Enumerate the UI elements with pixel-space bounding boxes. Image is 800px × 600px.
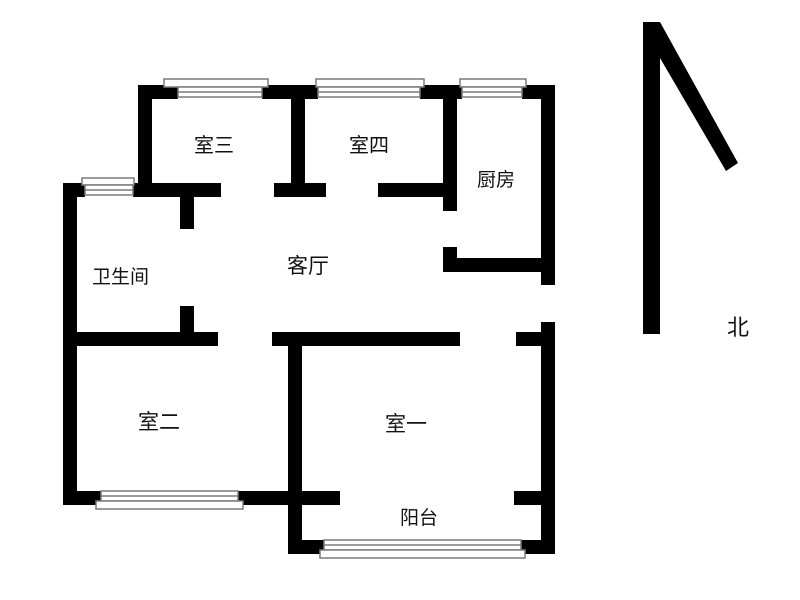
wall-room-two-one bbox=[288, 332, 302, 554]
room-label-balcony: 阳台 bbox=[400, 507, 439, 529]
wall-room-one-top bbox=[272, 332, 460, 346]
wall-balcony-stub-right bbox=[514, 491, 555, 505]
wall-kitchen-bottom bbox=[443, 258, 555, 272]
wall-room-four-kitchen bbox=[443, 85, 457, 211]
wall-bathroom-top-right bbox=[133, 183, 221, 197]
window-balcony bbox=[319, 539, 526, 559]
window-room-four bbox=[315, 78, 425, 98]
walls bbox=[63, 85, 555, 554]
compass-north-label: 北 bbox=[727, 316, 750, 341]
window-bathroom bbox=[81, 177, 135, 196]
wall-top-room-three-right bbox=[262, 85, 318, 99]
wall-room-four-stub-left bbox=[274, 183, 326, 197]
room-label-kitchen: 厨房 bbox=[477, 169, 516, 191]
wall-balcony-bottom-left bbox=[288, 540, 324, 554]
room-label-room-four: 室四 bbox=[349, 133, 389, 157]
wall-room-one-right bbox=[541, 322, 555, 554]
wall-bathroom-door-stub-top bbox=[180, 195, 194, 229]
room-label-living-room: 客厅 bbox=[287, 254, 329, 278]
room-label-bathroom: 卫生间 bbox=[92, 266, 150, 288]
wall-room-three-four bbox=[291, 85, 305, 197]
windows bbox=[81, 78, 527, 559]
room-label-room-one: 室一 bbox=[385, 412, 427, 436]
wall-room-four-stub-right bbox=[378, 183, 456, 197]
window-room-three bbox=[163, 78, 269, 98]
window-kitchen bbox=[459, 78, 527, 98]
window-room-two bbox=[95, 490, 244, 510]
room-label-room-two: 室二 bbox=[138, 410, 180, 434]
wall-balcony-stub-left bbox=[288, 491, 340, 505]
wall-room-three-left bbox=[138, 85, 152, 195]
wall-room-two-bottom-left bbox=[63, 491, 101, 505]
wall-balcony-bottom-right bbox=[521, 540, 555, 554]
north-arrow-icon bbox=[643, 22, 738, 334]
wall-kitchen-right bbox=[541, 85, 555, 285]
wall-bathroom-bottom bbox=[63, 332, 218, 346]
room-label-room-three: 室三 bbox=[194, 133, 234, 157]
